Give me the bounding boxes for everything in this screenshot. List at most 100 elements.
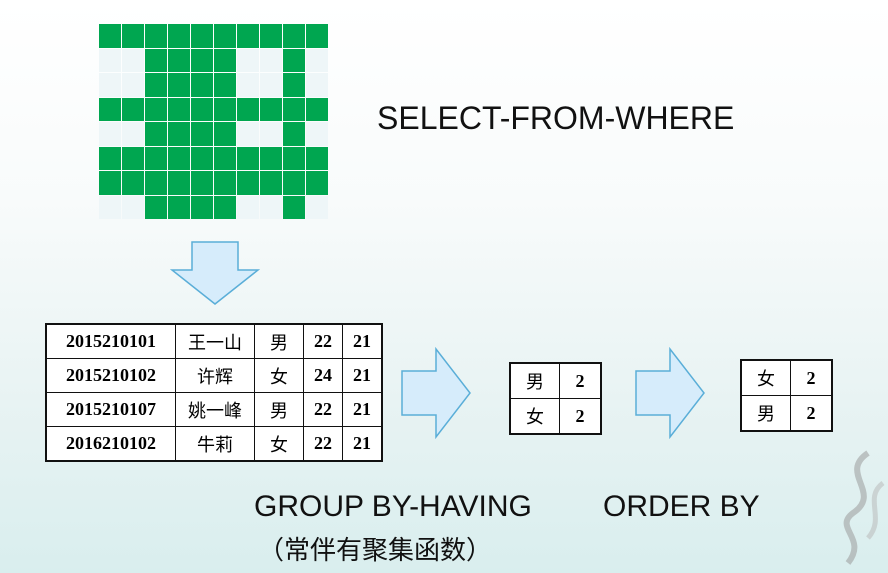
grid-cell (260, 24, 282, 48)
grid-cell (214, 73, 236, 97)
grid-cell (168, 196, 190, 220)
table-cell: 24 (304, 359, 343, 393)
grid-cell (145, 171, 167, 195)
grid-cell (145, 147, 167, 171)
grid-cell (306, 49, 328, 73)
table-cell: 22 (304, 324, 343, 359)
grid-cell (214, 171, 236, 195)
grid-cell (237, 122, 259, 146)
table-cell: 21 (343, 427, 383, 462)
grid-cell (191, 49, 213, 73)
table-cell: 女 (510, 399, 560, 435)
grid-cell (260, 73, 282, 97)
order-by-label: ORDER BY (603, 490, 760, 524)
grid-cell (306, 73, 328, 97)
grid-cell (283, 122, 305, 146)
grid-cell (214, 196, 236, 220)
grid-cell (191, 73, 213, 97)
grid-cell (191, 171, 213, 195)
grid-cell (237, 147, 259, 171)
grid-cell (214, 147, 236, 171)
grid-cell (122, 147, 144, 171)
grid-cell (168, 49, 190, 73)
grid-cell (122, 24, 144, 48)
grid-cell (99, 73, 121, 97)
grid-cell (214, 98, 236, 122)
grid-cell (306, 122, 328, 146)
table-cell: 2015210101 (46, 324, 176, 359)
table-cell: 女 (255, 427, 304, 462)
grid-cell (283, 49, 305, 73)
grid-cell (237, 171, 259, 195)
grid-cell (214, 122, 236, 146)
grid-cell (283, 147, 305, 171)
grid-cell (99, 196, 121, 220)
table-cell: 女 (741, 360, 791, 396)
decorative-swirl (828, 443, 888, 573)
table-cell: 女 (255, 359, 304, 393)
grid-cell (122, 171, 144, 195)
grid-cell (237, 49, 259, 73)
grid-cell (283, 24, 305, 48)
table-cell: 21 (343, 359, 383, 393)
grid-cell (145, 24, 167, 48)
table-cell: 22 (304, 393, 343, 427)
grid-cell (306, 24, 328, 48)
table-cell: 2 (791, 360, 833, 396)
grid-cell (237, 196, 259, 220)
table-cell: 2 (791, 396, 833, 432)
grid-cell (214, 49, 236, 73)
grid-cell (214, 24, 236, 48)
grid-cell (237, 73, 259, 97)
grid-cell (168, 122, 190, 146)
grid-cell (191, 122, 213, 146)
grid-cell (260, 196, 282, 220)
grid-cell (283, 98, 305, 122)
grid-cell (260, 171, 282, 195)
grid-cell (122, 122, 144, 146)
grid-cell (260, 98, 282, 122)
grid-cell (99, 24, 121, 48)
table-cell: 2 (560, 363, 602, 399)
grid-cell (260, 122, 282, 146)
grid-cell (99, 98, 121, 122)
right-arrow-2 (634, 347, 706, 439)
grid-cell (122, 49, 144, 73)
grid-cell (237, 24, 259, 48)
table-cell: 21 (343, 393, 383, 427)
grid-cell (283, 171, 305, 195)
table-grid-icon (99, 24, 328, 219)
table-cell: 牛莉 (176, 427, 255, 462)
grid-cell (168, 147, 190, 171)
grid-cell (191, 98, 213, 122)
grid-cell (168, 171, 190, 195)
grid-cell (99, 147, 121, 171)
grid-cell (306, 147, 328, 171)
grid-cell (306, 98, 328, 122)
grid-cell (145, 122, 167, 146)
table-cell: 21 (343, 324, 383, 359)
group-by-having-label: GROUP BY-HAVING (254, 490, 532, 524)
table-cell: 2015210107 (46, 393, 176, 427)
grid-cell (260, 49, 282, 73)
grid-cell (145, 73, 167, 97)
grid-cell (122, 73, 144, 97)
grid-cell (168, 98, 190, 122)
grid-cell (145, 196, 167, 220)
grid-cell (283, 73, 305, 97)
table-cell: 男 (741, 396, 791, 432)
table-cell: 姚一峰 (176, 393, 255, 427)
grid-cell (168, 73, 190, 97)
table-cell: 2016210102 (46, 427, 176, 462)
right-arrow-1 (400, 347, 472, 439)
grid-cell (191, 147, 213, 171)
